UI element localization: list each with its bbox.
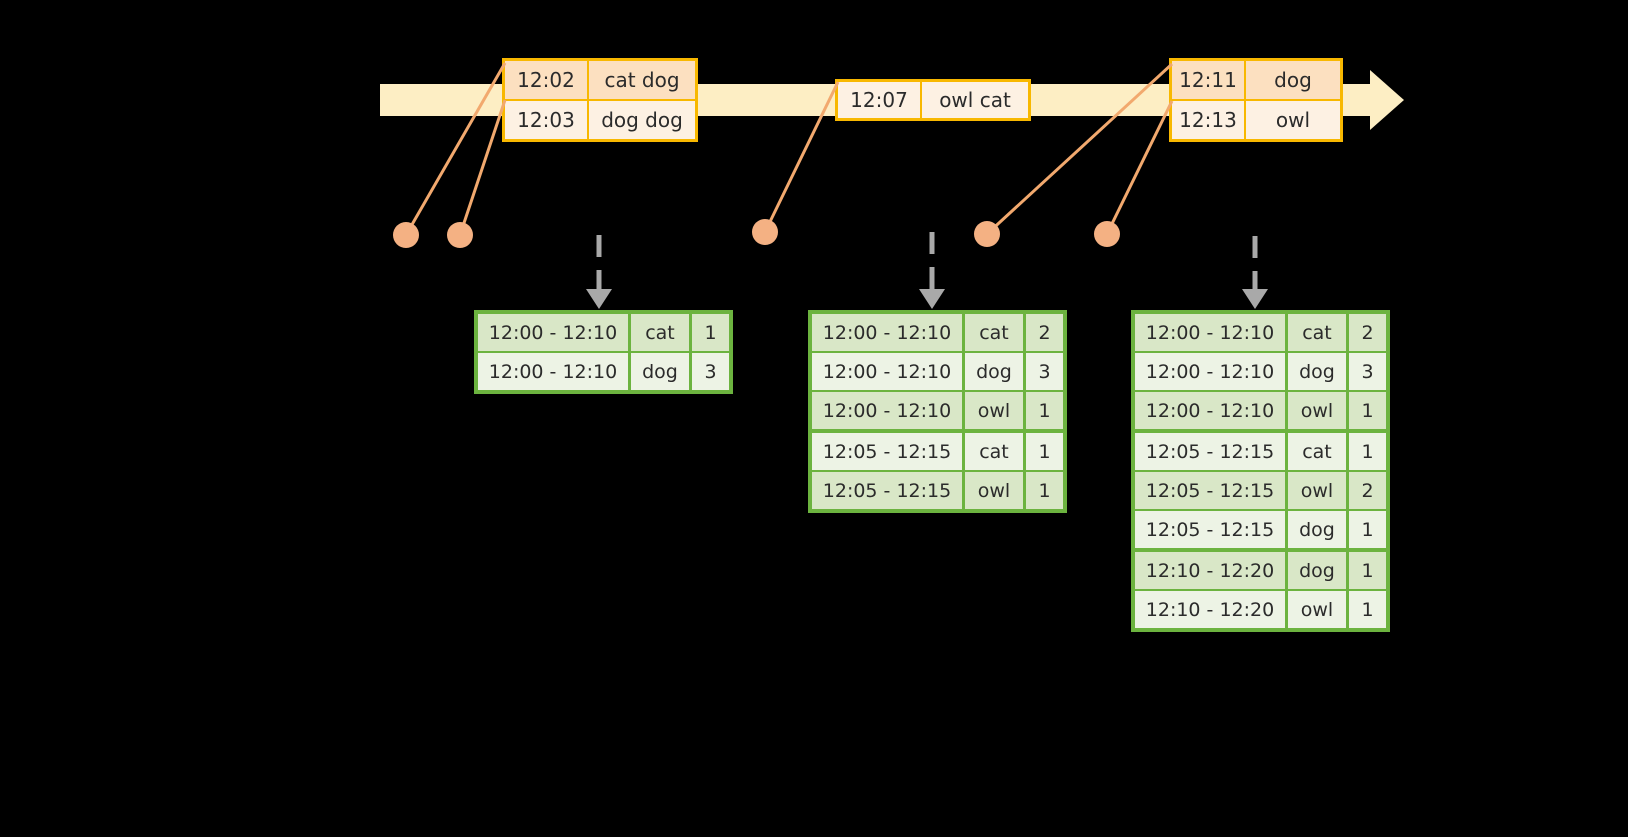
word-cell: dog <box>965 353 1023 390</box>
connector-line-2 <box>458 99 507 236</box>
window-cell: 12:05 - 12:15 <box>1135 472 1285 509</box>
event-record: 12:03 dog dog <box>505 99 695 139</box>
window-cell: 12:00 - 12:10 <box>812 392 962 429</box>
count-cell: 1 <box>1349 511 1386 548</box>
timeline-arrowhead-icon <box>1370 70 1404 130</box>
word-cell: cat <box>631 314 689 351</box>
event-record: 12:11 dog <box>1172 61 1340 99</box>
event-words: owl cat <box>939 88 1011 112</box>
count-cell: 2 <box>1349 314 1386 351</box>
window-cell: 12:05 - 12:15 <box>1135 433 1285 470</box>
window-cell: 12:10 - 12:20 <box>1135 591 1285 628</box>
connector-dot-2 <box>447 222 473 248</box>
count-cell: 1 <box>1026 472 1063 509</box>
event-time: 12:11 <box>1172 61 1246 99</box>
event-time: 12:07 <box>838 82 922 118</box>
window-cell: 12:05 - 12:15 <box>812 472 962 509</box>
word-cell: owl <box>1288 591 1346 628</box>
connector-dot-4 <box>974 221 1000 247</box>
event-record: 12:07 owl cat <box>838 82 1028 118</box>
count-cell: 2 <box>1026 314 1063 351</box>
word-cell: dog <box>1288 511 1346 548</box>
event-words: cat dog <box>604 68 680 92</box>
flow-arrow-head-2 <box>919 289 945 309</box>
connector-dot-5 <box>1094 221 1120 247</box>
window-cell: 12:00 - 12:10 <box>812 353 962 390</box>
word-cell: cat <box>1288 433 1346 470</box>
connector-dot-1 <box>393 222 419 248</box>
word-cell: cat <box>965 433 1023 470</box>
event-group-2[interactable]: 12:07 owl cat <box>835 79 1031 121</box>
count-cell: 3 <box>692 353 729 390</box>
window-cell: 12:10 - 12:20 <box>1135 552 1285 589</box>
word-cell: owl <box>965 472 1023 509</box>
word-cell: cat <box>1288 314 1346 351</box>
flow-arrow-head-3 <box>1242 289 1268 309</box>
event-record: 12:02 cat dog <box>505 61 695 99</box>
count-cell: 1 <box>1026 392 1063 429</box>
event-time: 12:02 <box>505 61 589 99</box>
word-cell: dog <box>1288 552 1346 589</box>
window-cell: 12:00 - 12:10 <box>812 314 962 351</box>
word-cell: owl <box>965 392 1023 429</box>
count-cell: 2 <box>1349 472 1386 509</box>
word-cell: owl <box>1288 472 1346 509</box>
count-cell: 3 <box>1349 353 1386 390</box>
window-cell: 12:00 - 12:10 <box>478 353 628 390</box>
connector-dots <box>393 219 1120 248</box>
event-words: owl <box>1275 108 1311 132</box>
connector-line-5 <box>1105 100 1174 235</box>
word-cell: owl <box>1288 392 1346 429</box>
event-time: 12:03 <box>505 101 589 139</box>
count-cell: 1 <box>1026 433 1063 470</box>
event-group-1[interactable]: 12:02 cat dog 12:03 dog dog <box>502 58 698 142</box>
event-words: dog <box>1274 68 1312 92</box>
window-cell: 12:00 - 12:10 <box>1135 392 1285 429</box>
event-time: 12:13 <box>1172 101 1246 139</box>
flow-arrows <box>586 232 1268 309</box>
count-cell: 1 <box>692 314 729 351</box>
window-cell: 12:05 - 12:15 <box>812 433 962 470</box>
count-cell: 1 <box>1349 392 1386 429</box>
window-cell: 12:00 - 12:10 <box>1135 353 1285 390</box>
event-words: dog dog <box>601 108 683 132</box>
flow-arrow-head-1 <box>586 289 612 309</box>
word-cell: dog <box>1288 353 1346 390</box>
word-cell: dog <box>631 353 689 390</box>
window-cell: 12:00 - 12:10 <box>478 314 628 351</box>
event-record: 12:13 owl <box>1172 99 1340 139</box>
count-cell: 1 <box>1349 433 1386 470</box>
word-cell: cat <box>965 314 1023 351</box>
connector-dot-3 <box>752 219 778 245</box>
count-cell: 1 <box>1349 591 1386 628</box>
window-cell: 12:00 - 12:10 <box>1135 314 1285 351</box>
window-cell: 12:05 - 12:15 <box>1135 511 1285 548</box>
event-group-3[interactable]: 12:11 dog 12:13 owl <box>1169 58 1343 142</box>
count-cell: 1 <box>1349 552 1386 589</box>
count-cell: 3 <box>1026 353 1063 390</box>
